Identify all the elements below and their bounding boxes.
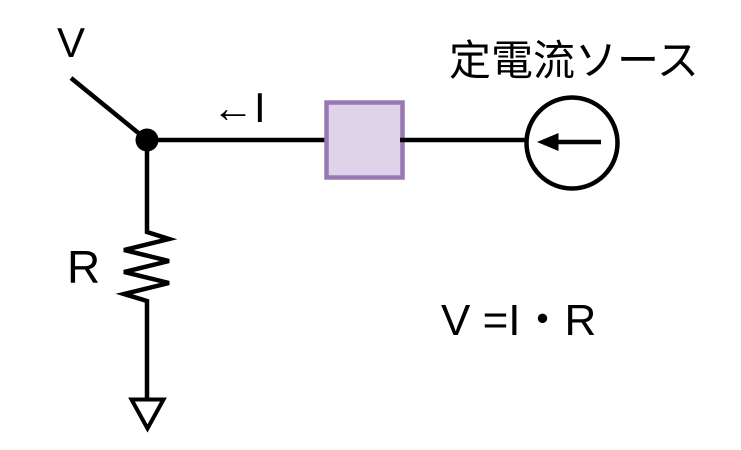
component-box-icon (324, 100, 405, 180)
current-direction-label: ←I (212, 84, 266, 131)
source-title-label: 定電流ソース (449, 37, 699, 84)
current-source-arrowhead-icon (537, 133, 559, 151)
voltage-label: V (57, 19, 85, 66)
resistor-label: R (67, 241, 100, 293)
current-source-icon (524, 95, 620, 191)
ground-icon (128, 397, 167, 433)
formula-label: V =I・R (441, 296, 596, 345)
voltage-lead-wire (69, 76, 149, 142)
resistor-zigzag-icon (115, 151, 178, 400)
